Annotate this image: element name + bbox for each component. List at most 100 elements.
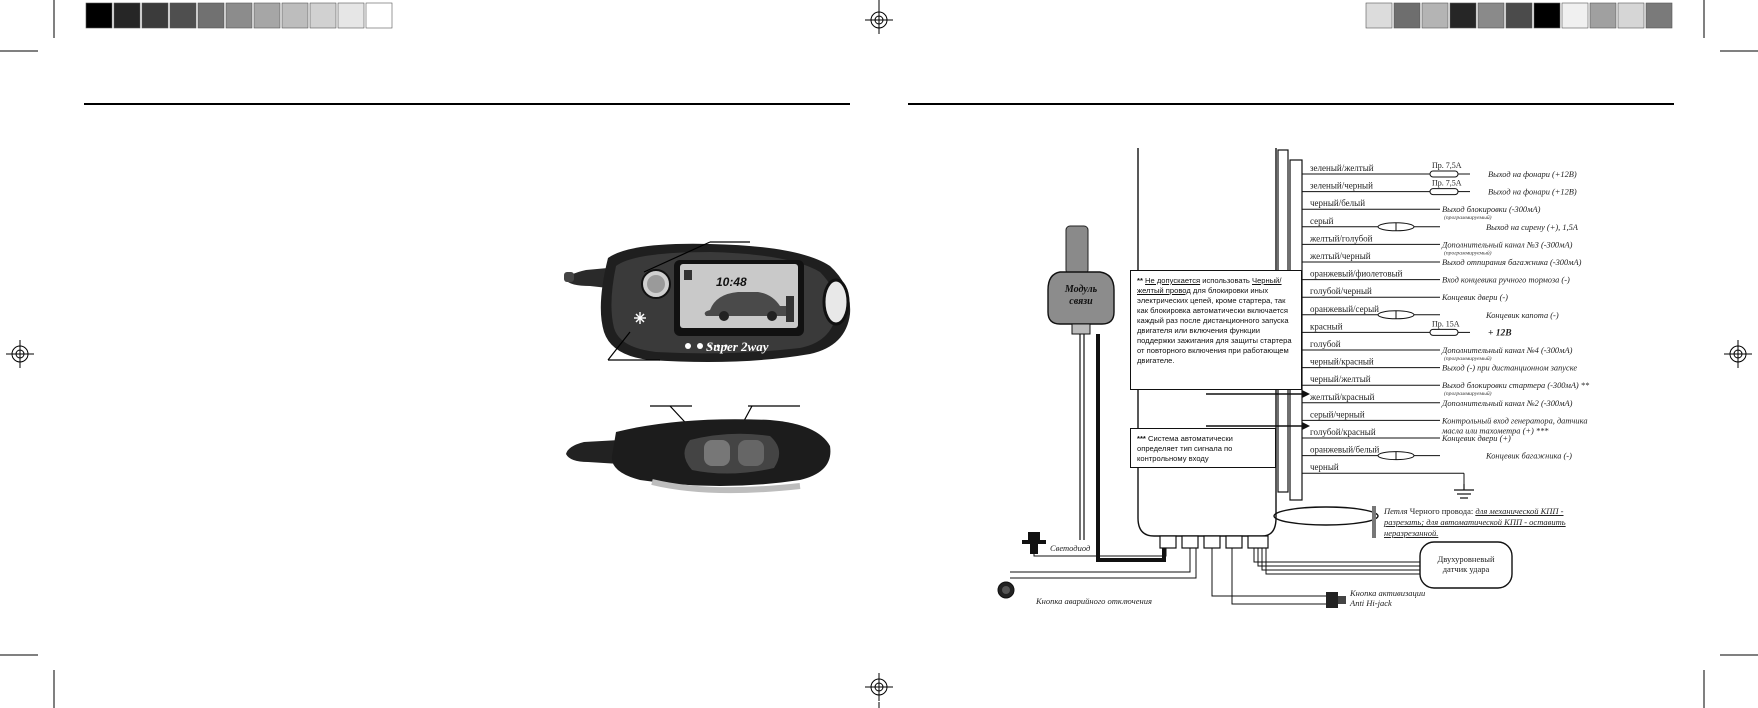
comm-module: [1047, 225, 1115, 540]
wire-destination-label: + 12В: [1488, 328, 1512, 338]
color-swatch: [1393, 2, 1421, 29]
wire-color-label: голубой/красный: [1310, 427, 1376, 437]
wire-color-label: оранжевый/фиолетовый: [1310, 269, 1403, 279]
color-swatch: [281, 2, 309, 29]
bottom-connectors: [1159, 535, 1269, 549]
wire-row: черный: [1302, 462, 1465, 484]
color-swatch: [141, 2, 169, 29]
wire-color-label: черный/белый: [1310, 198, 1365, 208]
note2-stars: ***: [1137, 434, 1146, 443]
black-wire-loop: [1273, 506, 1379, 526]
color-swatch: [1421, 2, 1449, 29]
wire-color-label: оранжевый/серый: [1310, 304, 1379, 314]
registration-target-bottom: [865, 673, 893, 701]
wire-destination-label: Выход блокировки стартера (-300мА) **: [1442, 381, 1590, 390]
color-swatch: [1617, 2, 1645, 29]
antihijack-button-icon: [1326, 592, 1346, 608]
control-input-note: *** Система автоматически определяет тип…: [1130, 428, 1276, 468]
wire-destination-label-2: масла или тахометра (+) ***: [1441, 426, 1549, 435]
starter-block-note: ** Не допускается использовать Черный/же…: [1130, 270, 1302, 390]
emergency-button-label: Кнопка аварийного отключения: [1036, 596, 1152, 606]
wire-color-label: желтый/голубой: [1309, 233, 1373, 243]
loop-note-underlined: для механической КПП - разрезать; для ав…: [1384, 506, 1566, 538]
wire-row: зеленый/желтый Пр. 7,5А Выход на фонари (+…: [1302, 161, 1577, 179]
wire-color-label: желтый/красный: [1309, 392, 1375, 402]
registration-target-top: [865, 6, 893, 34]
shock-sensor-label: Двухуровневый датчик удара: [1424, 554, 1508, 574]
wire-destination-label: Концевик двери (-): [1441, 293, 1508, 302]
remote-front-view: [564, 241, 851, 362]
antihijack-label-line2: Anti Hi-jack: [1350, 598, 1392, 608]
wire-color-label: черный: [1310, 462, 1339, 472]
wire-destination-label: Выход на сирену (+), 1,5А: [1486, 223, 1579, 232]
wire-color-label: желтый/черный: [1309, 251, 1371, 261]
wire-destination-label: Концевик багажника (-): [1485, 452, 1572, 461]
wire-color-label: зеленый/желтый: [1310, 163, 1374, 173]
wire-destination-label: Дополнительный канал №4 (-300мА): [1441, 346, 1573, 355]
color-swatch: [1449, 2, 1477, 29]
registration-target-left: [6, 340, 34, 368]
lcd-clock: 10:48: [716, 275, 747, 289]
comm-module-label: Модуль связи: [1052, 284, 1110, 308]
programmable-note: (программируемый): [1444, 249, 1492, 256]
wire-color-label: черный/желтый: [1310, 374, 1371, 384]
wire-destination-label: Выход отпирания багажника (-300мА): [1442, 258, 1582, 267]
comm-module-label-line1: Модуль: [1064, 284, 1098, 295]
color-swatch: [1477, 2, 1505, 29]
color-swatch: [309, 2, 337, 29]
programmable-note: (программируемый): [1444, 390, 1492, 397]
color-swatch: [1645, 2, 1673, 29]
color-swatch: [1589, 2, 1617, 29]
color-swatch: [169, 2, 197, 29]
wire-destination-label: Концевик капота (-): [1485, 311, 1559, 320]
shock-sensor-box: [1419, 541, 1513, 589]
comm-module-label-line2: связи: [1069, 296, 1093, 307]
color-bar-left: [85, 2, 393, 29]
remote-side-view: [566, 405, 831, 494]
fuse-icon: [1429, 328, 1459, 336]
note-underlined-2: Черный/желтый провод: [1137, 276, 1282, 295]
wire-color-label: серый: [1310, 216, 1334, 226]
wire-destination-label: Дополнительный канал №3 (-300мА): [1441, 240, 1573, 249]
wire-destination-label: Контрольный вход генератора, датчика: [1441, 416, 1588, 425]
wire-destination-label: Дополнительный канал №2 (-300мА): [1441, 399, 1573, 408]
wire-destination-label: Выход на фонари (+12В): [1488, 170, 1577, 179]
wire-row: красный Пр. 15А + 12В: [1302, 319, 1512, 338]
fuse-icon: [1429, 188, 1459, 196]
wire-color-label: серый/черный: [1310, 409, 1365, 419]
remote-brand: Super 2way: [706, 339, 769, 354]
wire-destination-label: Выход блокировки (-300мА): [1442, 205, 1541, 214]
antihijack-label: Кнопка активизации Anti Hi-jack: [1350, 588, 1425, 608]
fuse-label: Пр. 7,5А: [1432, 161, 1462, 170]
wire-destination-label: Вход концевика ручного тормоза (-): [1442, 276, 1570, 285]
note-underlined-1: Не допускается: [1145, 276, 1201, 285]
black-wire-loop-note: Петля Черного провода: для механической …: [1384, 506, 1576, 539]
color-swatch: [253, 2, 281, 29]
shock-sensor-label-line2: датчик удара: [1442, 564, 1490, 574]
color-bar-right: [1365, 2, 1673, 29]
wire-color-label: красный: [1310, 321, 1343, 331]
color-swatch: [1533, 2, 1561, 29]
color-swatch: [197, 2, 225, 29]
loop-note-mid: Черного провода:: [1409, 506, 1476, 516]
antihijack-label-line1: Кнопка активизации: [1350, 588, 1426, 598]
wire-color-label: черный/красный: [1310, 357, 1374, 367]
wire-color-label: зеленый/черный: [1310, 181, 1373, 191]
color-swatch: [1505, 2, 1533, 29]
wire-color-label: голубой: [1310, 339, 1341, 349]
fuse-label: Пр. 7,5А: [1432, 179, 1462, 188]
note-stars: **: [1137, 276, 1143, 285]
fuse-label: Пр. 15А: [1432, 319, 1460, 328]
